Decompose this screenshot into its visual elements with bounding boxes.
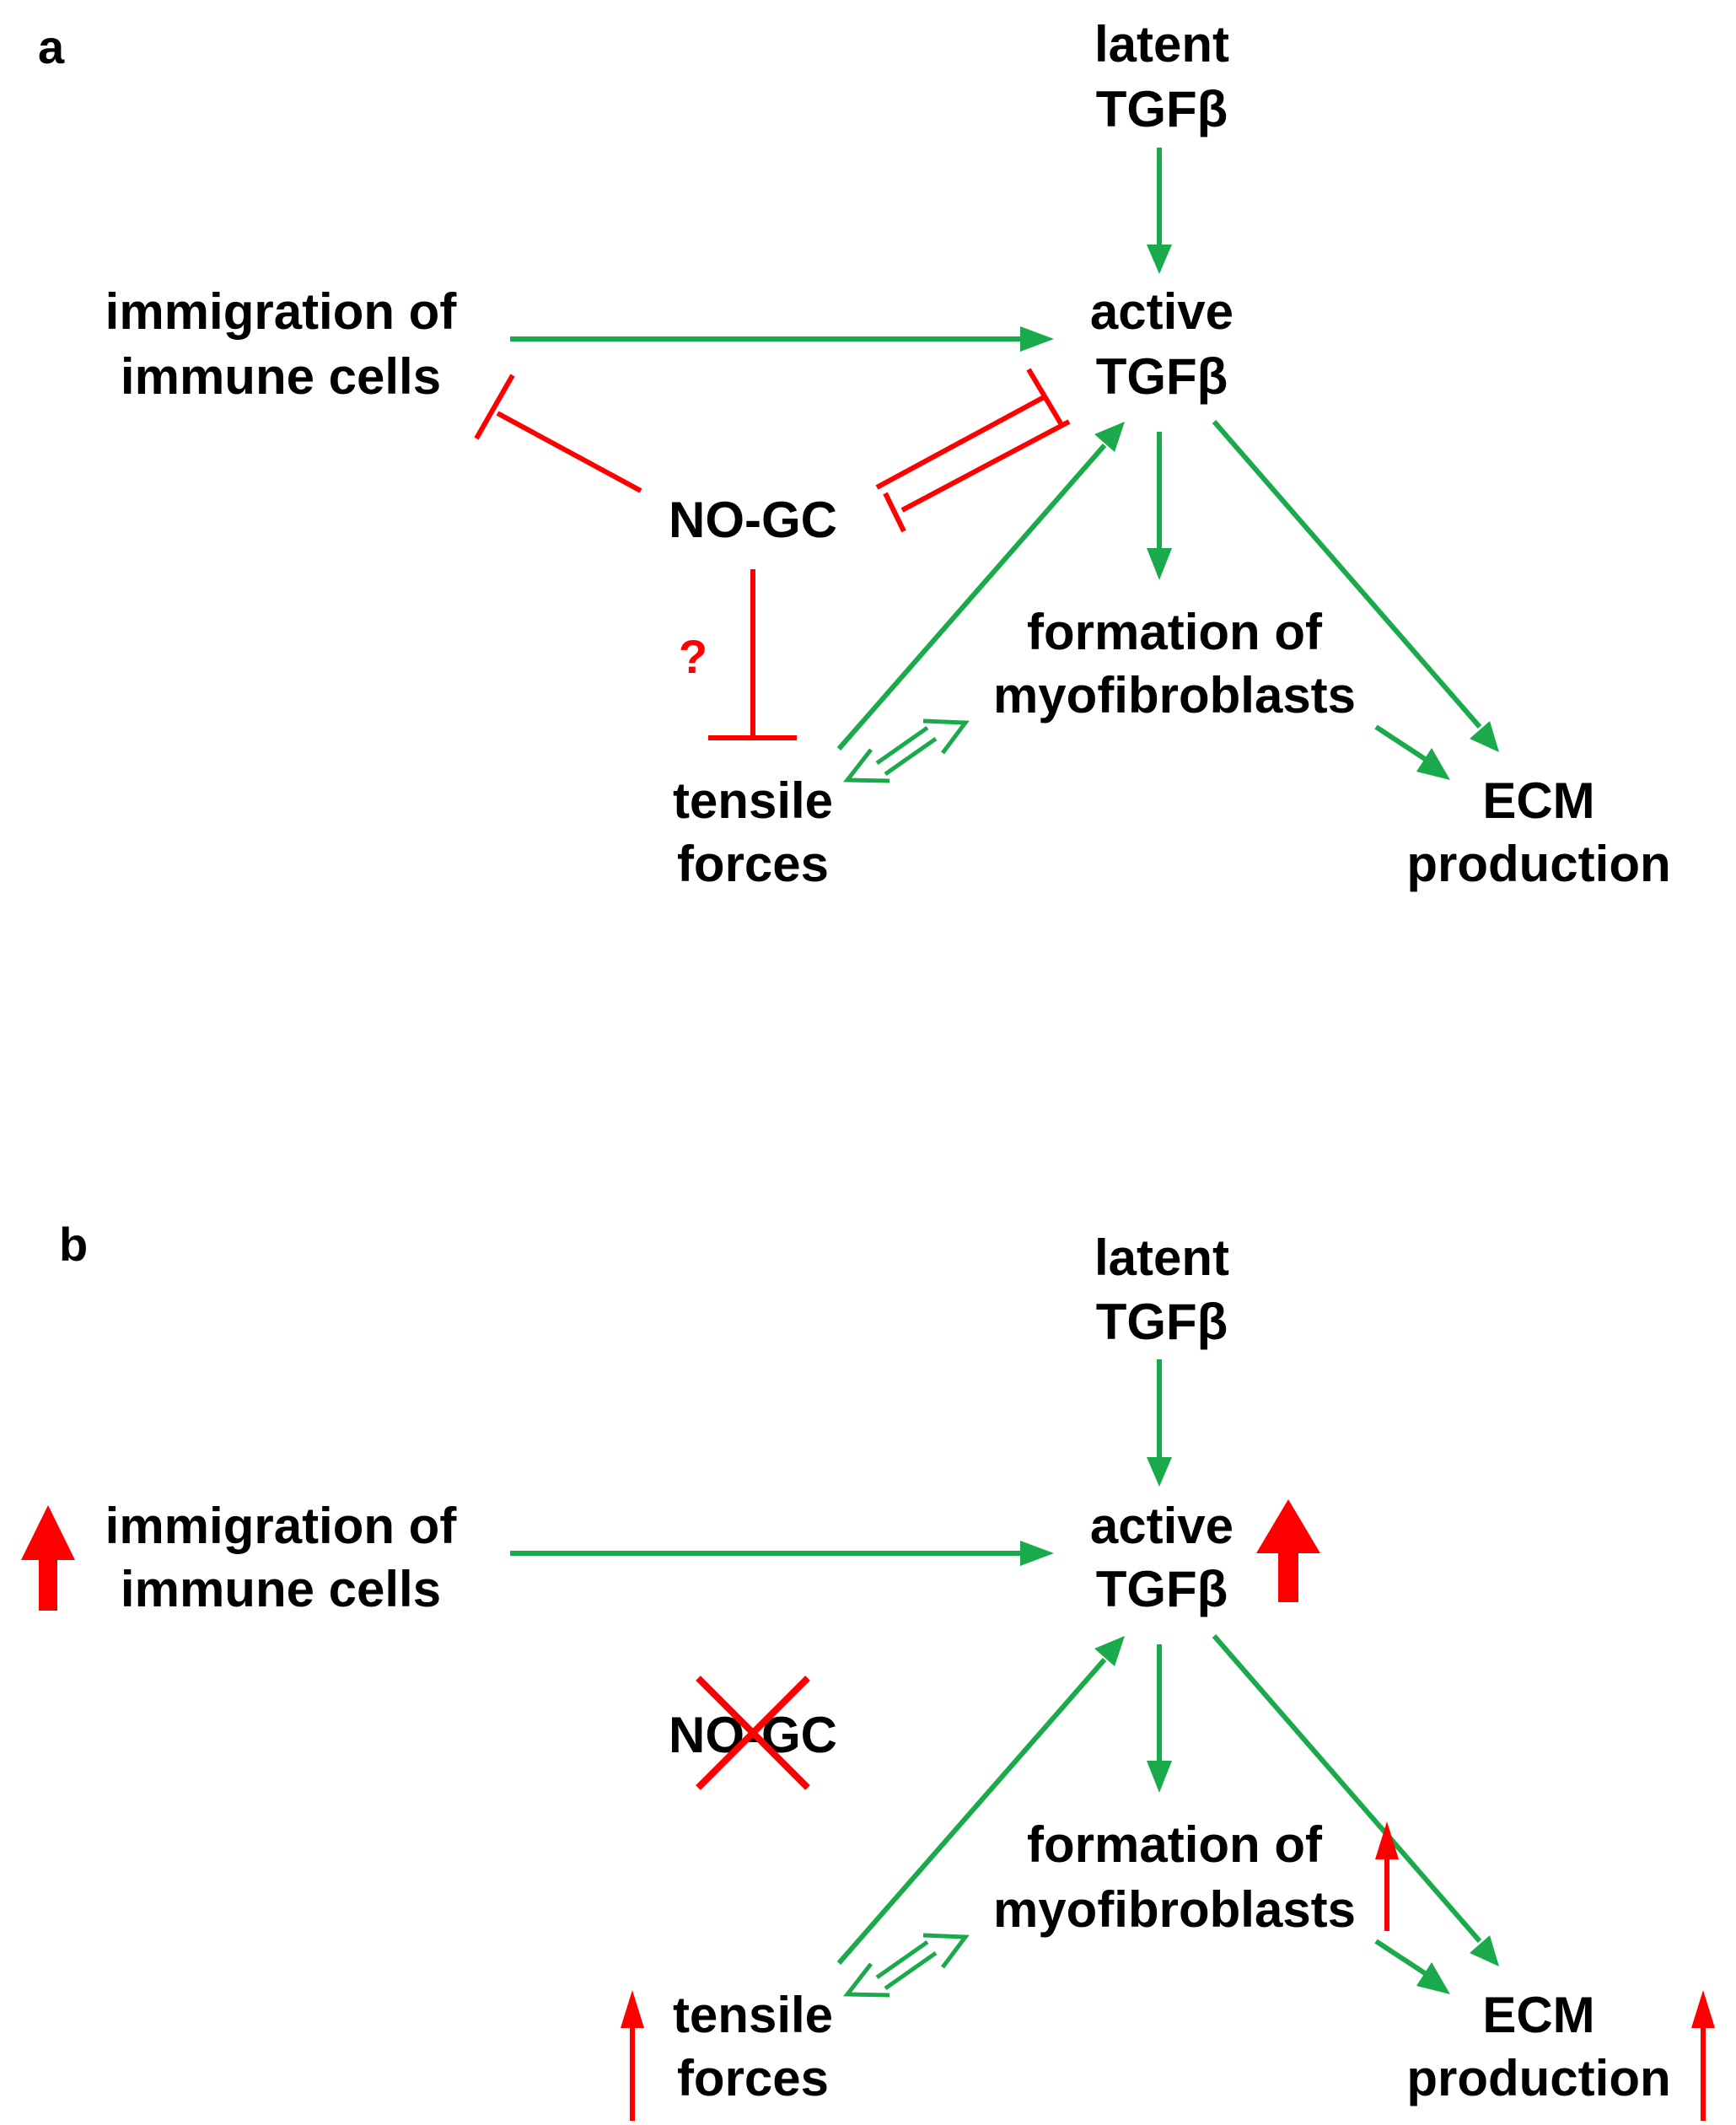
panel-b: b latent TGFβ active TGFβ immigration of… bbox=[21, 1218, 1715, 2121]
panel-b-label: b bbox=[59, 1218, 88, 1271]
green-arrow-icon bbox=[1212, 1634, 1499, 1966]
green-arrow-icon bbox=[836, 422, 1125, 750]
ecm-label-line2: production bbox=[1406, 836, 1670, 892]
myofibroblasts-label-line1: formation of bbox=[1027, 604, 1323, 660]
myofibroblasts-label-line2: myofibroblasts bbox=[993, 1881, 1356, 1938]
active-tgfb-label-line1: active bbox=[1090, 1498, 1233, 1554]
red-t-bar-icon bbox=[708, 569, 797, 740]
red-cross-icon bbox=[696, 1676, 810, 1790]
green-arrow-icon bbox=[1147, 1644, 1172, 1793]
latent-tgfb-label-line2: TGFβ bbox=[1096, 81, 1228, 137]
green-arrow-icon bbox=[1147, 432, 1172, 580]
red-t-bar-icon bbox=[875, 368, 1063, 490]
red-t-bar-icon bbox=[474, 374, 642, 493]
myofibroblasts-label-line2: myofibroblasts bbox=[993, 667, 1356, 724]
green-arrow-icon bbox=[510, 1541, 1054, 1566]
tensile-label-line2: forces bbox=[677, 836, 829, 892]
red-up-arrow-icon bbox=[1256, 1499, 1320, 1602]
immune-label-line1: immigration of bbox=[105, 283, 458, 340]
double-arrow-icon bbox=[842, 718, 970, 783]
green-arrow-icon bbox=[836, 1636, 1125, 1965]
red-up-arrow-icon bbox=[21, 1505, 75, 1611]
immune-label-line1: immigration of bbox=[105, 1498, 458, 1554]
nogc-label: NO-GC bbox=[669, 492, 837, 548]
red-up-arrow-icon bbox=[1375, 1821, 1399, 1931]
latent-tgfb-label-line1: latent bbox=[1094, 16, 1229, 73]
red-up-arrow-icon bbox=[1691, 1990, 1715, 2121]
active-tgfb-label-line2: TGFβ bbox=[1096, 348, 1228, 405]
immune-label-line2: immune cells bbox=[121, 1561, 441, 1617]
tensile-label-line2: forces bbox=[677, 2050, 829, 2106]
ecm-label-line2: production bbox=[1406, 2050, 1670, 2106]
green-arrow-icon bbox=[510, 326, 1054, 352]
question-mark: ? bbox=[679, 630, 707, 683]
active-tgfb-label-line2: TGFβ bbox=[1096, 1561, 1228, 1617]
ecm-label-line1: ECM bbox=[1482, 772, 1594, 829]
myofibroblasts-label-line1: formation of bbox=[1027, 1816, 1323, 1873]
green-arrow-icon bbox=[1374, 1939, 1450, 1994]
green-arrow-icon bbox=[1212, 420, 1499, 752]
latent-tgfb-label-line1: latent bbox=[1094, 1229, 1229, 1286]
active-tgfb-label-line1: active bbox=[1090, 283, 1233, 340]
panel-a-label: a bbox=[38, 20, 65, 73]
green-arrow-icon bbox=[1147, 1359, 1172, 1487]
ecm-label-line1: ECM bbox=[1482, 1987, 1594, 2043]
red-up-arrow-icon bbox=[621, 1990, 644, 2121]
immune-label-line2: immune cells bbox=[121, 348, 441, 405]
latent-tgfb-label-line2: TGFβ bbox=[1096, 1294, 1228, 1350]
panel-a: a latent TGFβ active TGFβ immigration of… bbox=[38, 16, 1671, 892]
tensile-label-line1: tensile bbox=[673, 1987, 833, 2043]
double-arrow-icon bbox=[842, 1933, 970, 1998]
tensile-label-line1: tensile bbox=[673, 772, 833, 829]
green-arrow-icon bbox=[1147, 148, 1172, 274]
green-arrow-icon bbox=[1374, 724, 1450, 780]
red-t-bar-icon bbox=[883, 419, 1071, 533]
